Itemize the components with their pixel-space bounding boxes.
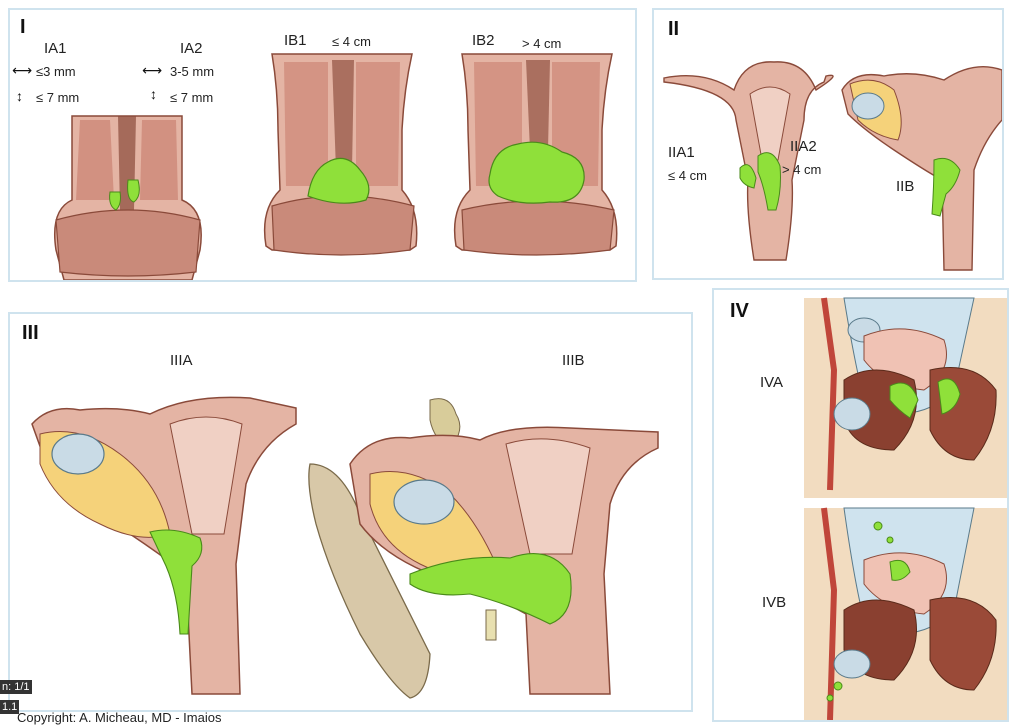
iia1-size: ≤ 4 cm: [668, 168, 707, 183]
page-counter: n: 1/1: [0, 680, 32, 694]
stage-iv-title: IV: [730, 300, 749, 323]
iia2-label: IIA2: [790, 138, 817, 155]
stage-ii-title: II: [668, 18, 679, 41]
pelvis-iva-drawing: [804, 298, 1009, 498]
stage-iv-illustration: [714, 290, 1009, 722]
stage-iii-panel: III IIIA IIIB: [8, 312, 693, 712]
stage-i-illustration: [10, 10, 637, 282]
stage-iv-panel: IV IVA IVB: [712, 288, 1009, 722]
stage-ii-illustration: [654, 10, 1004, 280]
iva-label: IVA: [760, 374, 783, 391]
iia1-label: IIA1: [668, 144, 695, 161]
iiib-label: IIIB: [562, 352, 585, 369]
iib-label: IIB: [896, 178, 914, 195]
iia2-size: > 4 cm: [782, 162, 821, 177]
cervix-ia-drawing: [55, 116, 201, 280]
stage-ii-panel: II IIA1 ≤ 4 cm IIA2 > 4 cm IIB: [652, 8, 1004, 280]
stage-iii-title: III: [22, 322, 39, 345]
cervix-ib2-drawing: [455, 54, 617, 255]
ivb-label: IVB: [762, 594, 786, 611]
pelvis-ivb-drawing: [804, 508, 1009, 722]
iiia-label: IIIA: [170, 352, 193, 369]
stage-iii-illustration: [10, 314, 693, 712]
uterus-iiia-drawing: [32, 397, 296, 694]
copyright-text: Copyright: A. Micheau, MD - Imaios: [17, 710, 221, 725]
stage-i-panel: I IA1 ⟷ ≤3 mm ↕ ≤ 7 mm IA2 ⟷ 3-5 mm ↕ ≤ …: [8, 8, 637, 282]
cervix-ib1-drawing: [265, 54, 417, 255]
uterus-iib-drawing: [842, 67, 1002, 270]
